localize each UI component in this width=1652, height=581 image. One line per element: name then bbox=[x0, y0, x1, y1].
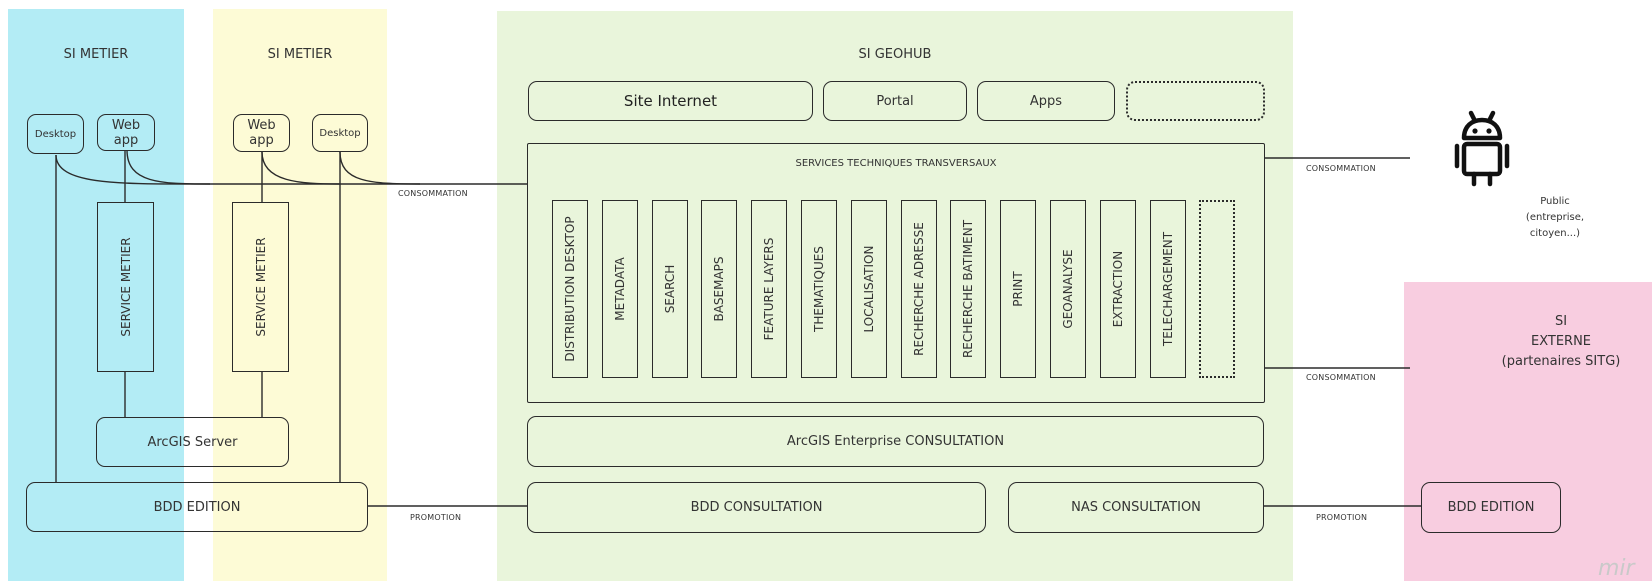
arcgis-enterprise-box: ArcGIS Enterprise CONSULTATION bbox=[527, 416, 1264, 467]
service-box: LOCALISATION bbox=[850, 200, 887, 378]
zone-title: SI METIER bbox=[63, 47, 129, 62]
bdd-edition-box: BDD EDITION bbox=[26, 482, 368, 532]
webapp-box: Web app bbox=[97, 114, 155, 151]
apps-box: Apps bbox=[977, 81, 1115, 121]
service-box: GEOANALYSE bbox=[1050, 200, 1086, 378]
service-metier-box: SERVICE METIER bbox=[232, 202, 289, 372]
android-robot-icon bbox=[1454, 110, 1510, 187]
service-label: TELECHARGEMENT bbox=[1160, 231, 1175, 347]
service-label: LOCALISATION bbox=[861, 245, 876, 333]
service-label: RECHERCHE ADRESSE bbox=[911, 222, 926, 356]
public-label: Public (entreprise, citoyen...) bbox=[1505, 194, 1605, 242]
webapp-box: Web app bbox=[233, 114, 290, 152]
zone-title: SI METIER bbox=[267, 47, 333, 62]
service-box: SEARCH bbox=[651, 200, 688, 378]
zone-si-metier-1: SI METIER bbox=[8, 9, 184, 581]
desktop-box: Desktop bbox=[312, 114, 368, 152]
service-metier-label: SERVICE METIER bbox=[118, 237, 133, 337]
service-box: METADATA bbox=[601, 200, 638, 378]
service-box: BASEMAPS bbox=[701, 200, 738, 378]
service-label: BASEMAPS bbox=[712, 256, 727, 322]
service-label: THEMATIQUES bbox=[812, 246, 826, 332]
service-label: EXTRACTION bbox=[1110, 250, 1125, 328]
service-box: THEMATIQUES bbox=[801, 200, 837, 378]
service-box: EXTRACTION bbox=[1099, 200, 1136, 378]
service-label: DISTRIBUTION DESKTOP bbox=[563, 216, 577, 362]
zone-si-geohub: SI GEOHUB bbox=[497, 11, 1293, 581]
placeholder-box bbox=[1126, 81, 1265, 121]
service-placeholder-box bbox=[1199, 200, 1236, 378]
public-line-1: Public bbox=[1540, 196, 1570, 207]
arcgis-server-box: ArcGIS Server bbox=[96, 417, 289, 467]
service-label: RECHERCHE BATIMENT bbox=[961, 219, 976, 359]
webapp-label-line2: app bbox=[113, 132, 139, 148]
externe-line-3: (partenaires SITG) bbox=[1501, 354, 1621, 369]
service-metier-label: SERVICE METIER bbox=[253, 237, 268, 337]
service-box: RECHERCHE BATIMENT bbox=[950, 200, 987, 378]
service-label: FEATURE LAYERS bbox=[762, 237, 777, 341]
consommation-label: CONSOMMATION bbox=[1306, 373, 1376, 382]
public-line-3: citoyen...) bbox=[1529, 228, 1581, 239]
zone-si-externe bbox=[1404, 282, 1652, 581]
site-internet-box: Site Internet bbox=[528, 81, 813, 121]
service-box: TELECHARGEMENT bbox=[1149, 200, 1186, 378]
portal-box: Portal bbox=[823, 81, 967, 121]
bdd-consultation-box: BDD CONSULTATION bbox=[527, 482, 986, 533]
consommation-label: CONSOMMATION bbox=[398, 189, 468, 198]
service-label: GEOANALYSE bbox=[1061, 249, 1075, 329]
zone-title-externe: SI EXTERNE (partenaires SITG) bbox=[1476, 312, 1646, 372]
service-label: PRINT bbox=[1011, 271, 1026, 307]
promotion-label: PROMOTION bbox=[1316, 513, 1368, 522]
webapp-label-line1: Web bbox=[111, 117, 141, 133]
externe-line-1: SI bbox=[1554, 314, 1568, 329]
externe-line-2: EXTERNE bbox=[1530, 334, 1592, 349]
consommation-label: CONSOMMATION bbox=[1306, 164, 1376, 173]
webapp-label-line2: app bbox=[249, 133, 274, 148]
services-title: SERVICES TECHNIQUES TRANSVERSAUX bbox=[795, 158, 997, 169]
desktop-box: Desktop bbox=[27, 114, 84, 154]
service-box: DISTRIBUTION DESKTOP bbox=[552, 200, 588, 378]
public-line-2: (entreprise, bbox=[1525, 212, 1585, 223]
bdd-edition-externe-box: BDD EDITION bbox=[1421, 482, 1561, 533]
webapp-label-line1: Web bbox=[247, 118, 276, 133]
service-box: PRINT bbox=[1000, 200, 1037, 378]
service-metier-box: SERVICE METIER bbox=[97, 202, 154, 372]
service-label: SEARCH bbox=[662, 264, 677, 314]
watermark: mir bbox=[1598, 556, 1635, 581]
zone-title: SI GEOHUB bbox=[858, 47, 932, 62]
services-transversaux-box: SERVICES TECHNIQUES TRANSVERSAUX DISTRIB… bbox=[527, 143, 1265, 403]
service-box: FEATURE LAYERS bbox=[751, 200, 788, 378]
nas-consultation-box: NAS CONSULTATION bbox=[1008, 482, 1264, 533]
promotion-label: PROMOTION bbox=[410, 513, 462, 522]
service-label: METADATA bbox=[612, 257, 627, 321]
service-box: RECHERCHE ADRESSE bbox=[900, 200, 937, 378]
